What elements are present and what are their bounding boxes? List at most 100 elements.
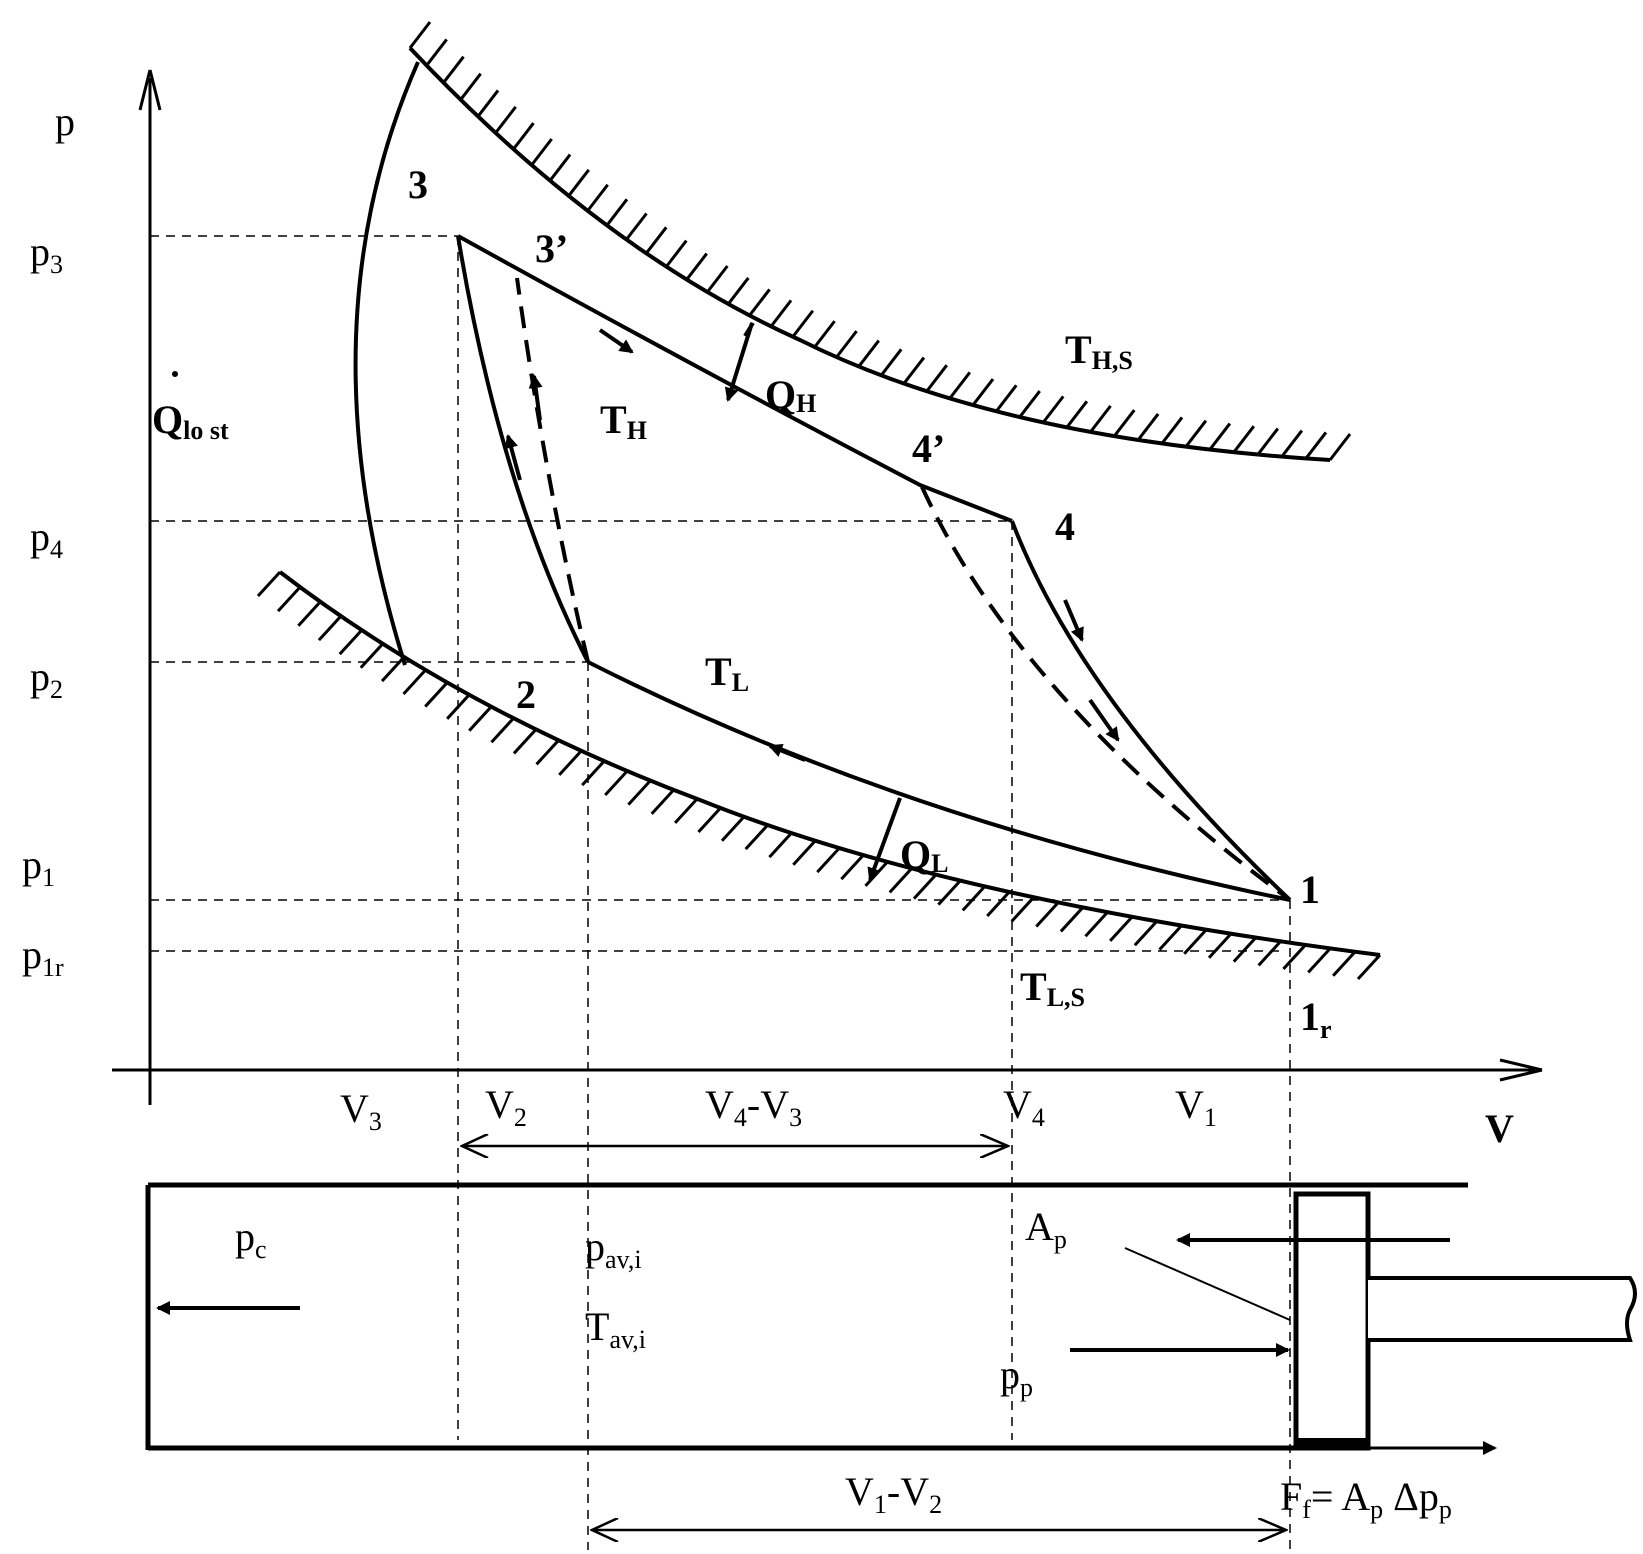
- hatch-mark: [276, 586, 302, 613]
- pav-label: pav,i: [585, 1224, 642, 1274]
- hatch-mark: [408, 21, 432, 49]
- ql-arrow: [867, 797, 902, 882]
- hatch-mark: [338, 629, 363, 656]
- hatch-mark: [1183, 928, 1208, 955]
- dashed-2-3prime: [515, 277, 590, 663]
- hatch-mark: [791, 309, 815, 338]
- cold-reservoir-isotherm: [256, 570, 1382, 981]
- hatch-mark: [650, 788, 675, 815]
- hatch-mark: [1035, 901, 1060, 928]
- hatch-mark: [925, 364, 948, 393]
- hatch-mark: [673, 797, 699, 824]
- hatch-mark: [605, 198, 629, 227]
- hatch-mark: [748, 288, 771, 317]
- hatch-mark: [1084, 911, 1109, 938]
- v1-label: V1: [1175, 1082, 1217, 1132]
- hatch-mark: [627, 779, 652, 806]
- hatch-mark: [530, 138, 553, 166]
- working-temp-hot-label: TH: [600, 397, 647, 445]
- hot-reservoir-isotherm: [408, 21, 1352, 462]
- ql-label: QL: [900, 832, 948, 878]
- hatch-mark: [476, 89, 500, 118]
- hatch-mark: [558, 749, 583, 776]
- hatch-mark: [995, 384, 1018, 413]
- isotherm-cold-TL: [587, 660, 1291, 902]
- friction-force-label: Ff= Ap Δpp: [1280, 1474, 1452, 1524]
- hatch-mark: [512, 122, 535, 151]
- hatch-mark: [512, 728, 538, 755]
- hatch-mark: [1109, 915, 1134, 942]
- hatch-mark: [888, 867, 913, 894]
- v4-minus-v3-label: V4-V3: [705, 1082, 802, 1132]
- hot-reservoir-curve: [408, 46, 1331, 462]
- hatch-mark: [1184, 419, 1208, 448]
- p4-label: p4: [30, 514, 63, 564]
- p3-label: p3: [30, 229, 63, 279]
- arrow-4-1: [1063, 599, 1084, 642]
- hatch-mark: [792, 839, 817, 866]
- hatch-mark: [1328, 433, 1352, 461]
- qlost-dot: [172, 371, 178, 377]
- hatch-mark: [1018, 390, 1041, 418]
- qlost-label: Qlo st: [152, 371, 229, 445]
- hatch-mark: [813, 320, 836, 349]
- state-4prime-label: 4’: [912, 426, 945, 471]
- hatch-mark: [857, 339, 880, 368]
- x-axis-arrowhead: [1499, 1058, 1543, 1082]
- hatch-mark: [769, 299, 793, 328]
- x-axis-label: V: [1485, 1106, 1514, 1151]
- hot-reservoir-label: TH,S: [1065, 327, 1133, 375]
- volume-guides: [457, 236, 1291, 1550]
- qh-arrow: [724, 322, 754, 402]
- piston-area-leader: [1124, 1247, 1291, 1321]
- hatch-mark: [380, 656, 406, 683]
- hatch-mark: [424, 681, 449, 708]
- cylinder: [145, 1182, 1637, 1455]
- piston-base: [1296, 1438, 1368, 1448]
- working-temp-cold-label: TL: [705, 649, 749, 697]
- hatch-mark: [840, 854, 865, 881]
- hatch-mark: [1136, 413, 1160, 441]
- hatch-mark: [1113, 409, 1136, 438]
- v4-label: V4: [1003, 1082, 1045, 1132]
- hatch-mark: [586, 183, 609, 212]
- arrow-dashed-up: [528, 374, 543, 421]
- heat-flow-arrows: [724, 321, 902, 882]
- hatch-mark: [1065, 400, 1089, 429]
- hatch-mark: [1232, 425, 1256, 454]
- v3-label: V3: [340, 1086, 382, 1136]
- working-cycle: [456, 234, 1292, 902]
- hatch-mark: [1282, 943, 1307, 970]
- pc-label: pc: [235, 1214, 267, 1264]
- state-4-label: 4: [1055, 504, 1075, 549]
- hatch-mark: [1207, 932, 1233, 959]
- state-1-label: 1: [1300, 867, 1320, 912]
- arrow-3-4: [598, 328, 634, 354]
- cold-reservoir-label: TL,S: [1020, 964, 1085, 1012]
- ideal-cycle-dashed: [515, 277, 1292, 902]
- p2-label: p2: [30, 654, 63, 704]
- hatch-mark: [1232, 936, 1257, 963]
- cold-reservoir-hatching: [256, 570, 1382, 981]
- hatch-mark: [402, 668, 427, 696]
- hatch-mark: [256, 570, 282, 598]
- hatch-mark: [880, 348, 903, 377]
- hatch-mark: [727, 277, 750, 305]
- dashed-4prime-1: [920, 486, 1292, 902]
- state-1r-label: 1r: [1300, 994, 1332, 1044]
- hatch-mark: [317, 615, 343, 642]
- hatch-mark: [706, 265, 729, 293]
- hatch-mark: [768, 832, 793, 859]
- arrow-2-3: [504, 434, 522, 481]
- hatch-mark: [604, 770, 629, 797]
- p1r-label: p1r: [22, 932, 64, 982]
- hatch-mark: [937, 879, 962, 906]
- hatch-mark: [912, 873, 938, 900]
- hatch-mark: [961, 885, 986, 912]
- hatch-mark: [986, 890, 1011, 917]
- cold-reservoir-curve: [278, 570, 1381, 957]
- hatch-mark: [446, 693, 471, 720]
- axes: [112, 69, 1543, 1105]
- hatch-mark: [1042, 395, 1065, 424]
